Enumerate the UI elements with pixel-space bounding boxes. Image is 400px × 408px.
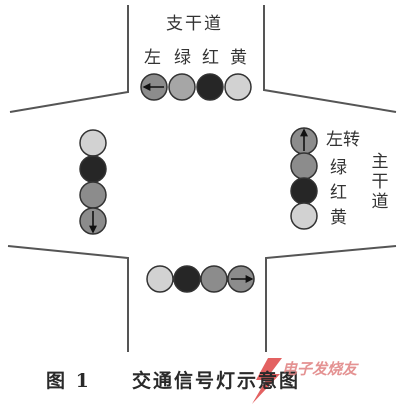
main-road-label: 主干道 — [371, 152, 389, 212]
road-edge-top-left — [9, 5, 129, 113]
top-label-red: 红 — [202, 48, 219, 68]
bottom-yellow-light — [146, 265, 174, 293]
figure-number: 图 1 — [46, 370, 91, 392]
right-signal-group — [290, 127, 318, 230]
right-label-green: 绿 — [330, 158, 347, 178]
bottom-red-light — [173, 265, 201, 293]
right-label-red: 红 — [330, 183, 347, 203]
top-label-left: 左 — [144, 48, 161, 68]
left-red-light — [79, 155, 107, 183]
road-edge-bottom-right — [265, 245, 397, 352]
top-green-light — [168, 73, 196, 101]
left-green-light — [79, 181, 107, 209]
top-red-light — [196, 73, 224, 101]
top-label-yellow: 黄 — [230, 48, 247, 68]
right-label-left-turn: 左转 — [326, 130, 360, 150]
top-yellow-light — [224, 73, 252, 101]
top-label-green: 绿 — [174, 48, 191, 68]
right-label-yellow: 黄 — [330, 208, 347, 228]
watermark-bolt-icon — [252, 358, 282, 404]
right-yellow-light — [290, 202, 318, 230]
bottom-green-light — [200, 265, 228, 293]
left-signal-group — [79, 129, 107, 235]
right-green-light — [290, 152, 318, 180]
figure-title: 交通信号灯示意图 — [132, 370, 301, 392]
road-edge-top-right — [263, 5, 397, 113]
watermark-text: 电子发烧友 — [282, 360, 358, 378]
road-edge-bottom-left — [7, 245, 129, 352]
branch-road-label: 支干道 — [166, 14, 223, 34]
bottom-signal-group — [146, 265, 255, 293]
top-signal-group — [140, 73, 252, 101]
left-yellow-light — [79, 129, 107, 157]
right-red-light — [290, 177, 318, 205]
road-edges — [7, 5, 397, 352]
